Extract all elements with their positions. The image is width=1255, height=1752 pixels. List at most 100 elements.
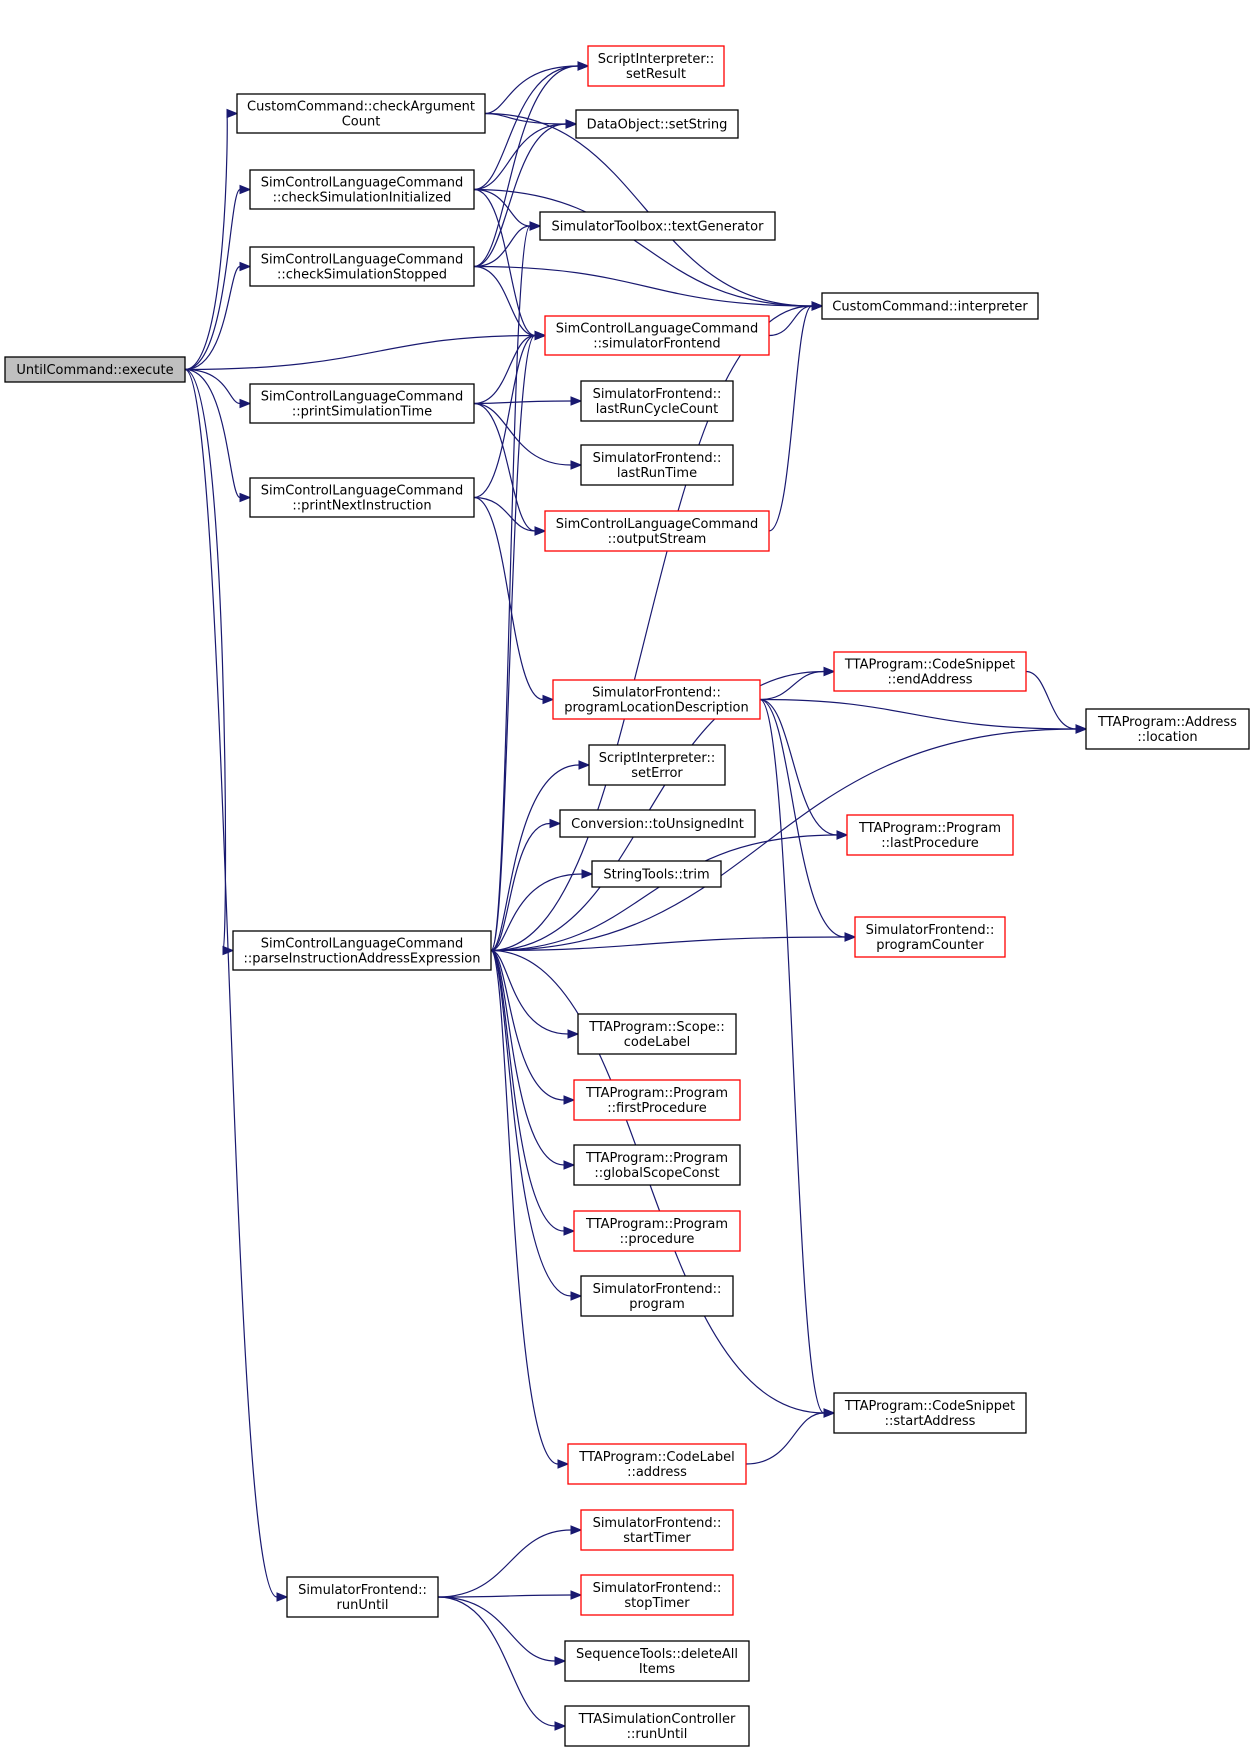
- node-tta-cl-addr[interactable]: TTAProgram::CodeLabel::address: [567, 1443, 747, 1485]
- edge-sf_progLoc-to-tta_addr_loc: [759, 698, 1088, 734]
- node-label: SimControlLanguageCommand: [261, 937, 464, 952]
- node-label: lastRunCycleCount: [596, 402, 719, 417]
- node-sclc-outStream[interactable]: SimControlLanguageCommand::outputStream: [544, 510, 770, 552]
- arrow-head-icon: [1075, 724, 1088, 734]
- node-cc-interp[interactable]: CustomCommand::interpreter: [821, 292, 1039, 320]
- node-tta-scope-label[interactable]: TTAProgram::Scope::codeLabel: [577, 1013, 737, 1055]
- node-label: SequenceTools::deleteAll: [576, 1647, 738, 1662]
- edge-sclc_parse-to-si_setError: [490, 760, 591, 952]
- node-box: [580, 380, 734, 422]
- node-sf-pc[interactable]: SimulatorFrontend::programCounter: [854, 916, 1006, 958]
- node-tta-prog-first[interactable]: TTAProgram::Program::firstProcedure: [573, 1079, 741, 1121]
- edge-tta_cs_end-to-tta_addr_loc: [1025, 670, 1088, 734]
- edge-sclc_parse-to-tta_addr_loc: [490, 724, 1088, 952]
- node-sf-stopTimer[interactable]: SimulatorFrontend::stopTimer: [580, 1574, 734, 1616]
- node-label: ::checkSimulationInitialized: [273, 191, 452, 206]
- edge-line: [184, 265, 241, 371]
- node-box: [539, 211, 776, 241]
- node-box: [575, 109, 739, 139]
- node-sf-startTimer[interactable]: SimulatorFrontend::startTimer: [580, 1509, 734, 1551]
- node-label: Count: [342, 115, 381, 130]
- node-si-setError[interactable]: ScriptInterpreter::setError: [588, 744, 726, 786]
- edge-sf_runUntil-to-sf_stopTimer: [437, 1590, 583, 1600]
- edge-line: [184, 368, 241, 499]
- node-label: codeLabel: [624, 1035, 690, 1050]
- node-label: SimulatorFrontend::: [592, 686, 721, 701]
- edge-sf_progLoc-to-tta_prog_last: [759, 698, 849, 840]
- node-box: [552, 679, 761, 720]
- node-tta-cs-start[interactable]: TTAProgram::CodeSnippet::startAddress: [833, 1392, 1027, 1434]
- node-label: lastRunTime: [617, 466, 697, 481]
- arrow-head-icon: [565, 119, 578, 129]
- edge-sclc_checkStopped-to-si_setResult: [473, 61, 590, 268]
- node-tta-sim-run[interactable]: TTASimulationController::runUntil: [564, 1705, 750, 1747]
- node-si-setResult[interactable]: ScriptInterpreter::setResult: [587, 45, 725, 87]
- edge-sclc_parse-to-sf_program: [490, 949, 583, 1301]
- edge-sclc_parse-to-sclc_simFront: [490, 330, 547, 952]
- edge-line: [484, 65, 579, 115]
- edge-line: [490, 949, 565, 1101]
- node-tta-addr-loc[interactable]: TTAProgram::Address::location: [1085, 708, 1250, 750]
- node-label: TTAProgram::CodeLabel: [578, 1450, 735, 1465]
- node-sclc-simFront[interactable]: SimControlLanguageCommand::simulatorFron…: [544, 315, 770, 356]
- edge-line: [759, 698, 1077, 730]
- node-box: [564, 1640, 750, 1682]
- node-sf-lastTime[interactable]: SimulatorFrontend::lastRunTime: [580, 444, 734, 486]
- node-label: TTAProgram::Program: [858, 821, 1001, 836]
- node-label: StringTools::trim: [603, 868, 709, 883]
- node-sf-lastCycle[interactable]: SimulatorFrontend::lastRunCycleCount: [580, 380, 734, 422]
- node-box: [580, 444, 734, 486]
- node-do-setString[interactable]: DataObject::setString: [575, 109, 739, 139]
- node-sclc-checkStopped[interactable]: SimControlLanguageCommand::checkSimulati…: [249, 246, 475, 287]
- arrow-head-icon: [577, 61, 590, 71]
- node-label: SimulatorFrontend::: [298, 1583, 427, 1598]
- node-sclc-checkInit[interactable]: SimControlLanguageCommand::checkSimulati…: [249, 169, 475, 210]
- node-label: ::outputStream: [608, 532, 707, 547]
- node-sclc-printTime[interactable]: SimControlLanguageCommand::printSimulati…: [249, 383, 475, 424]
- node-label: ::firstProcedure: [607, 1101, 706, 1116]
- node-sf-program[interactable]: SimulatorFrontend::program: [580, 1275, 734, 1317]
- node-conv-toUInt[interactable]: Conversion::toUnsignedInt: [559, 809, 756, 838]
- arrow-head-icon: [581, 869, 594, 879]
- arrow-head-icon: [570, 1291, 583, 1301]
- edge-line: [484, 112, 813, 307]
- edge-sf_runUntil-to-tta_sim_run: [437, 1596, 567, 1731]
- arrow-head-icon: [557, 1459, 570, 1469]
- edge-line: [490, 949, 572, 1297]
- node-label: SimControlLanguageCommand: [556, 322, 759, 337]
- node-box: [588, 744, 726, 786]
- arrow-head-icon: [239, 184, 252, 195]
- edge-sclc_checkStopped-to-do_setString: [473, 119, 578, 268]
- node-label: SimulatorFrontend::: [593, 1516, 722, 1531]
- node-box: [580, 1275, 734, 1317]
- edge-cc_check-to-do_setString: [484, 112, 578, 129]
- edge-sf_runUntil-to-seq_delete: [437, 1596, 567, 1666]
- edge-line: [184, 368, 241, 405]
- node-tta-cs-end[interactable]: TTAProgram::CodeSnippet::endAddress: [833, 651, 1027, 692]
- edge-sclc_outStream-to-cc_interp: [768, 301, 824, 532]
- node-label: ::printSimulationTime: [292, 405, 432, 420]
- edge-line: [490, 949, 569, 1035]
- node-tta-prog-global[interactable]: TTAProgram::Program::globalScopeConst: [573, 1144, 741, 1186]
- node-tta-prog-last[interactable]: TTAProgram::Program::lastProcedure: [846, 814, 1014, 856]
- node-root[interactable]: UntilCommand::execute: [4, 356, 186, 383]
- edge-line: [473, 123, 567, 268]
- node-sclc-parse[interactable]: SimControlLanguageCommand::parseInstruct…: [232, 930, 492, 971]
- node-box: [821, 292, 1039, 320]
- edge-sclc_parse-to-tta_cl_addr: [490, 949, 570, 1469]
- edge-line: [473, 265, 813, 307]
- node-sclc-printNext[interactable]: SimControlLanguageCommand::printNextInst…: [249, 477, 475, 518]
- node-st-trim[interactable]: StringTools::trim: [591, 860, 722, 888]
- edge-line: [473, 334, 536, 405]
- node-sf-runUntil[interactable]: SimulatorFrontend::runUntil: [286, 1576, 439, 1618]
- edge-root-to-sclc_checkInit: [184, 184, 252, 371]
- node-label: ::endAddress: [887, 673, 972, 688]
- node-tta-prog-proc[interactable]: TTAProgram::Program::procedure: [573, 1210, 741, 1252]
- node-box: [236, 93, 486, 134]
- node-box: [833, 651, 1027, 692]
- node-sf-progLoc[interactable]: SimulatorFrontend::programLocationDescri…: [552, 679, 761, 720]
- node-stb-textGen[interactable]: SimulatorToolbox::textGenerator: [539, 211, 776, 241]
- node-label: SimulatorFrontend::: [866, 923, 995, 938]
